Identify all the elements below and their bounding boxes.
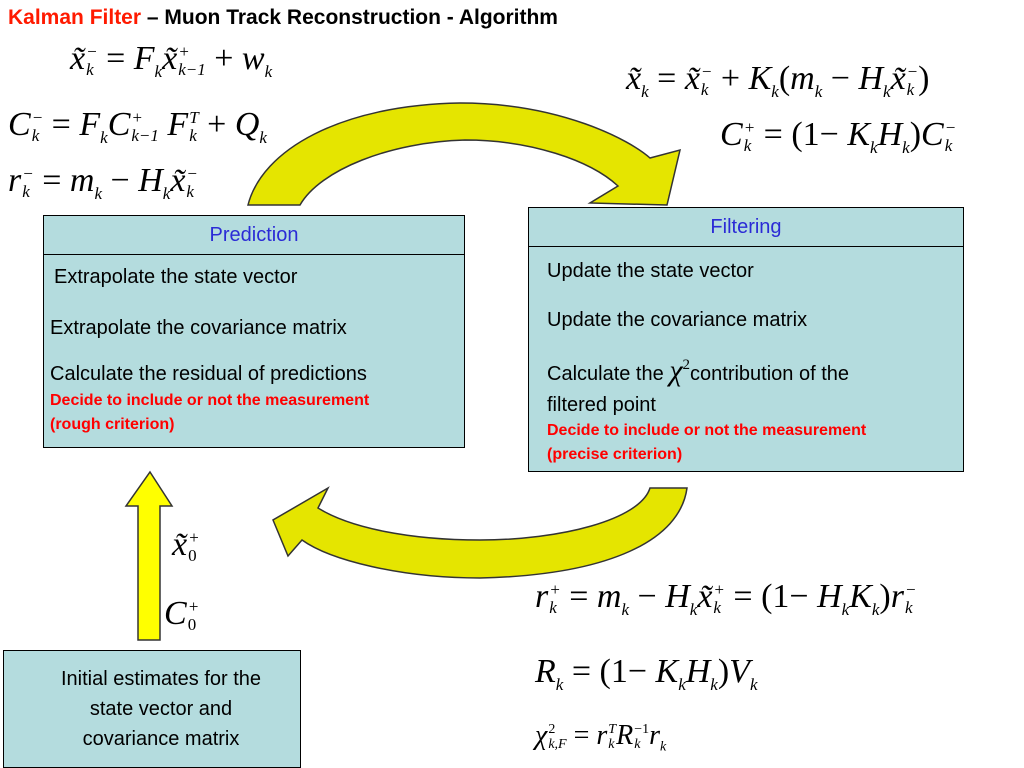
prediction-item-1: Extrapolate the state vector bbox=[54, 266, 298, 288]
bottom-curved-arrow bbox=[272, 486, 688, 579]
filtering-item-2: Update the covariance matrix bbox=[547, 309, 808, 331]
filtering-decision-2: (precise criterion) bbox=[547, 446, 683, 463]
filtering-box: Filtering Update the state vector Update… bbox=[528, 207, 964, 472]
initial-state-symbol: x̃+0 bbox=[172, 526, 200, 566]
chi-squared-symbol: χ2 bbox=[669, 354, 691, 387]
page-title: Kalman Filter – Muon Track Reconstructio… bbox=[8, 6, 558, 30]
title-prefix: Kalman Filter bbox=[8, 6, 142, 29]
state-prediction-equation: x̃−k = Fkx̃+k−1 + wk bbox=[70, 40, 273, 81]
prediction-item-3: Calculate the residual of predictions bbox=[50, 363, 367, 385]
prediction-decision-2: (rough criterion) bbox=[50, 416, 175, 433]
initial-estimates-box: Initial estimates for the state vector a… bbox=[3, 650, 301, 768]
residual-prediction-equation: r−k = mk − Hkx̃−k bbox=[8, 162, 198, 203]
filtering-header: Filtering bbox=[529, 208, 963, 247]
filtering-item-3b: filtered point bbox=[547, 394, 656, 416]
filtered-residual-equation: r+k = mk − Hkx̃+k = (1− HkKk)r−k bbox=[535, 578, 917, 619]
filtering-decision-1: Decide to include or not the measurement bbox=[547, 422, 867, 439]
chi-line-prefix: Calculate the bbox=[547, 363, 664, 385]
initial-line-1: Initial estimates for the bbox=[60, 668, 262, 690]
prediction-item-2: Extrapolate the covariance matrix bbox=[50, 317, 347, 339]
initial-line-3: covariance matrix bbox=[82, 728, 240, 750]
chi-line-suffix: contribution of the bbox=[690, 363, 850, 385]
title-rest: – Muon Track Reconstruction - Algorithm bbox=[141, 6, 558, 29]
state-update-equation: x̃k = x̃−k + Kk(mk − Hkx̃−k) bbox=[626, 60, 930, 101]
prediction-box: Prediction Extrapolate the state vector … bbox=[43, 215, 465, 448]
initial-covariance-symbol: C+0 bbox=[164, 595, 200, 635]
initial-line-2: state vector and bbox=[89, 698, 233, 720]
up-arrow bbox=[124, 470, 174, 641]
prediction-decision-1: Decide to include or not the measurement bbox=[50, 392, 370, 409]
top-curved-arrow bbox=[247, 102, 682, 206]
filtering-item-1: Update the state vector bbox=[547, 260, 754, 282]
covariance-update-equation: C+k = (1− KkHk)C−k bbox=[720, 116, 957, 157]
prediction-header: Prediction bbox=[44, 216, 464, 255]
filtering-item-3: Calculate the χ2contribution of the bbox=[547, 354, 849, 388]
residual-covariance-equation: Rk = (1− KkHk)Vk bbox=[535, 653, 758, 694]
